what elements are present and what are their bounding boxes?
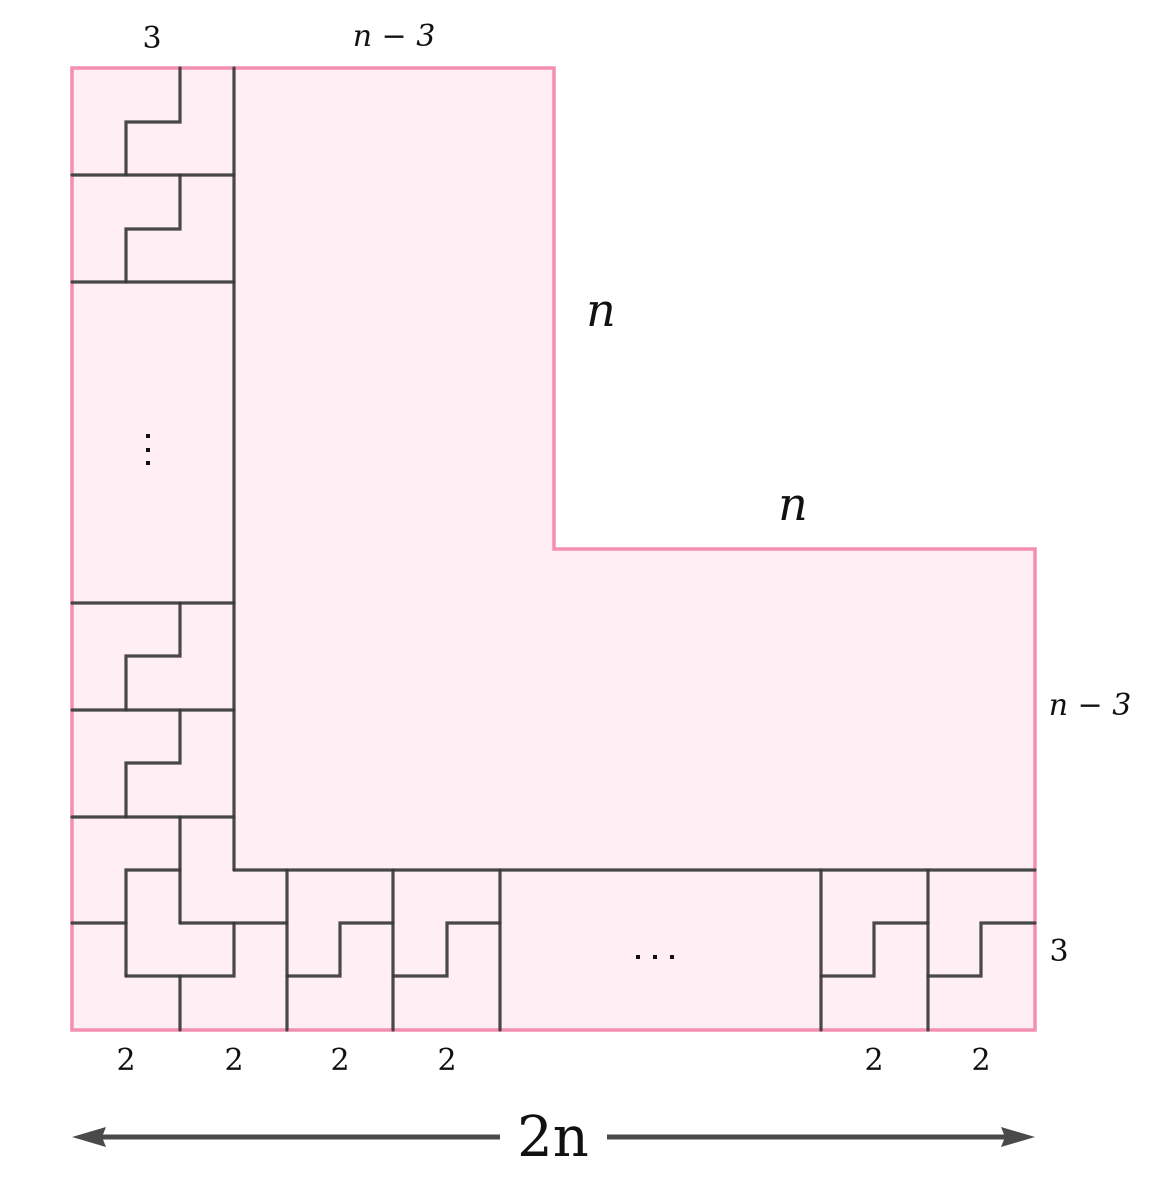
arrow-left-icon (72, 1127, 106, 1147)
total-width-arrow (72, 1127, 1035, 1147)
label-right-lower-height: 3 (1049, 934, 1068, 969)
label-bottom-width-2: 2 (224, 1043, 243, 1078)
label-inner-vertical: n (586, 283, 616, 337)
bottom-tile-group-left (285, 868, 502, 1032)
arrow-right-icon (1001, 1127, 1035, 1147)
label-bottom-width-1: 2 (116, 1043, 135, 1078)
label-total-width: 2n (517, 1105, 589, 1170)
label-right-upper-height: n − 3 (1049, 688, 1132, 723)
vertical-ellipsis-icon (146, 434, 150, 465)
label-bottom-width-6: 2 (971, 1043, 990, 1078)
label-inner-horizontal: n (778, 477, 808, 531)
l-shaped-region (70, 66, 1037, 1032)
label-top-right-width: n − 3 (353, 19, 436, 54)
label-top-left-width: 3 (142, 21, 161, 56)
bottom-tile-group-right (819, 868, 1037, 1032)
left-tile-group-top (70, 66, 236, 284)
label-bottom-width-5: 2 (864, 1043, 883, 1078)
left-tile-group-bottom (70, 601, 236, 819)
corner-tile-group (70, 815, 289, 1032)
horizontal-ellipsis-icon (636, 955, 674, 959)
label-bottom-width-3: 2 (330, 1043, 349, 1078)
label-bottom-width-4: 2 (437, 1043, 456, 1078)
